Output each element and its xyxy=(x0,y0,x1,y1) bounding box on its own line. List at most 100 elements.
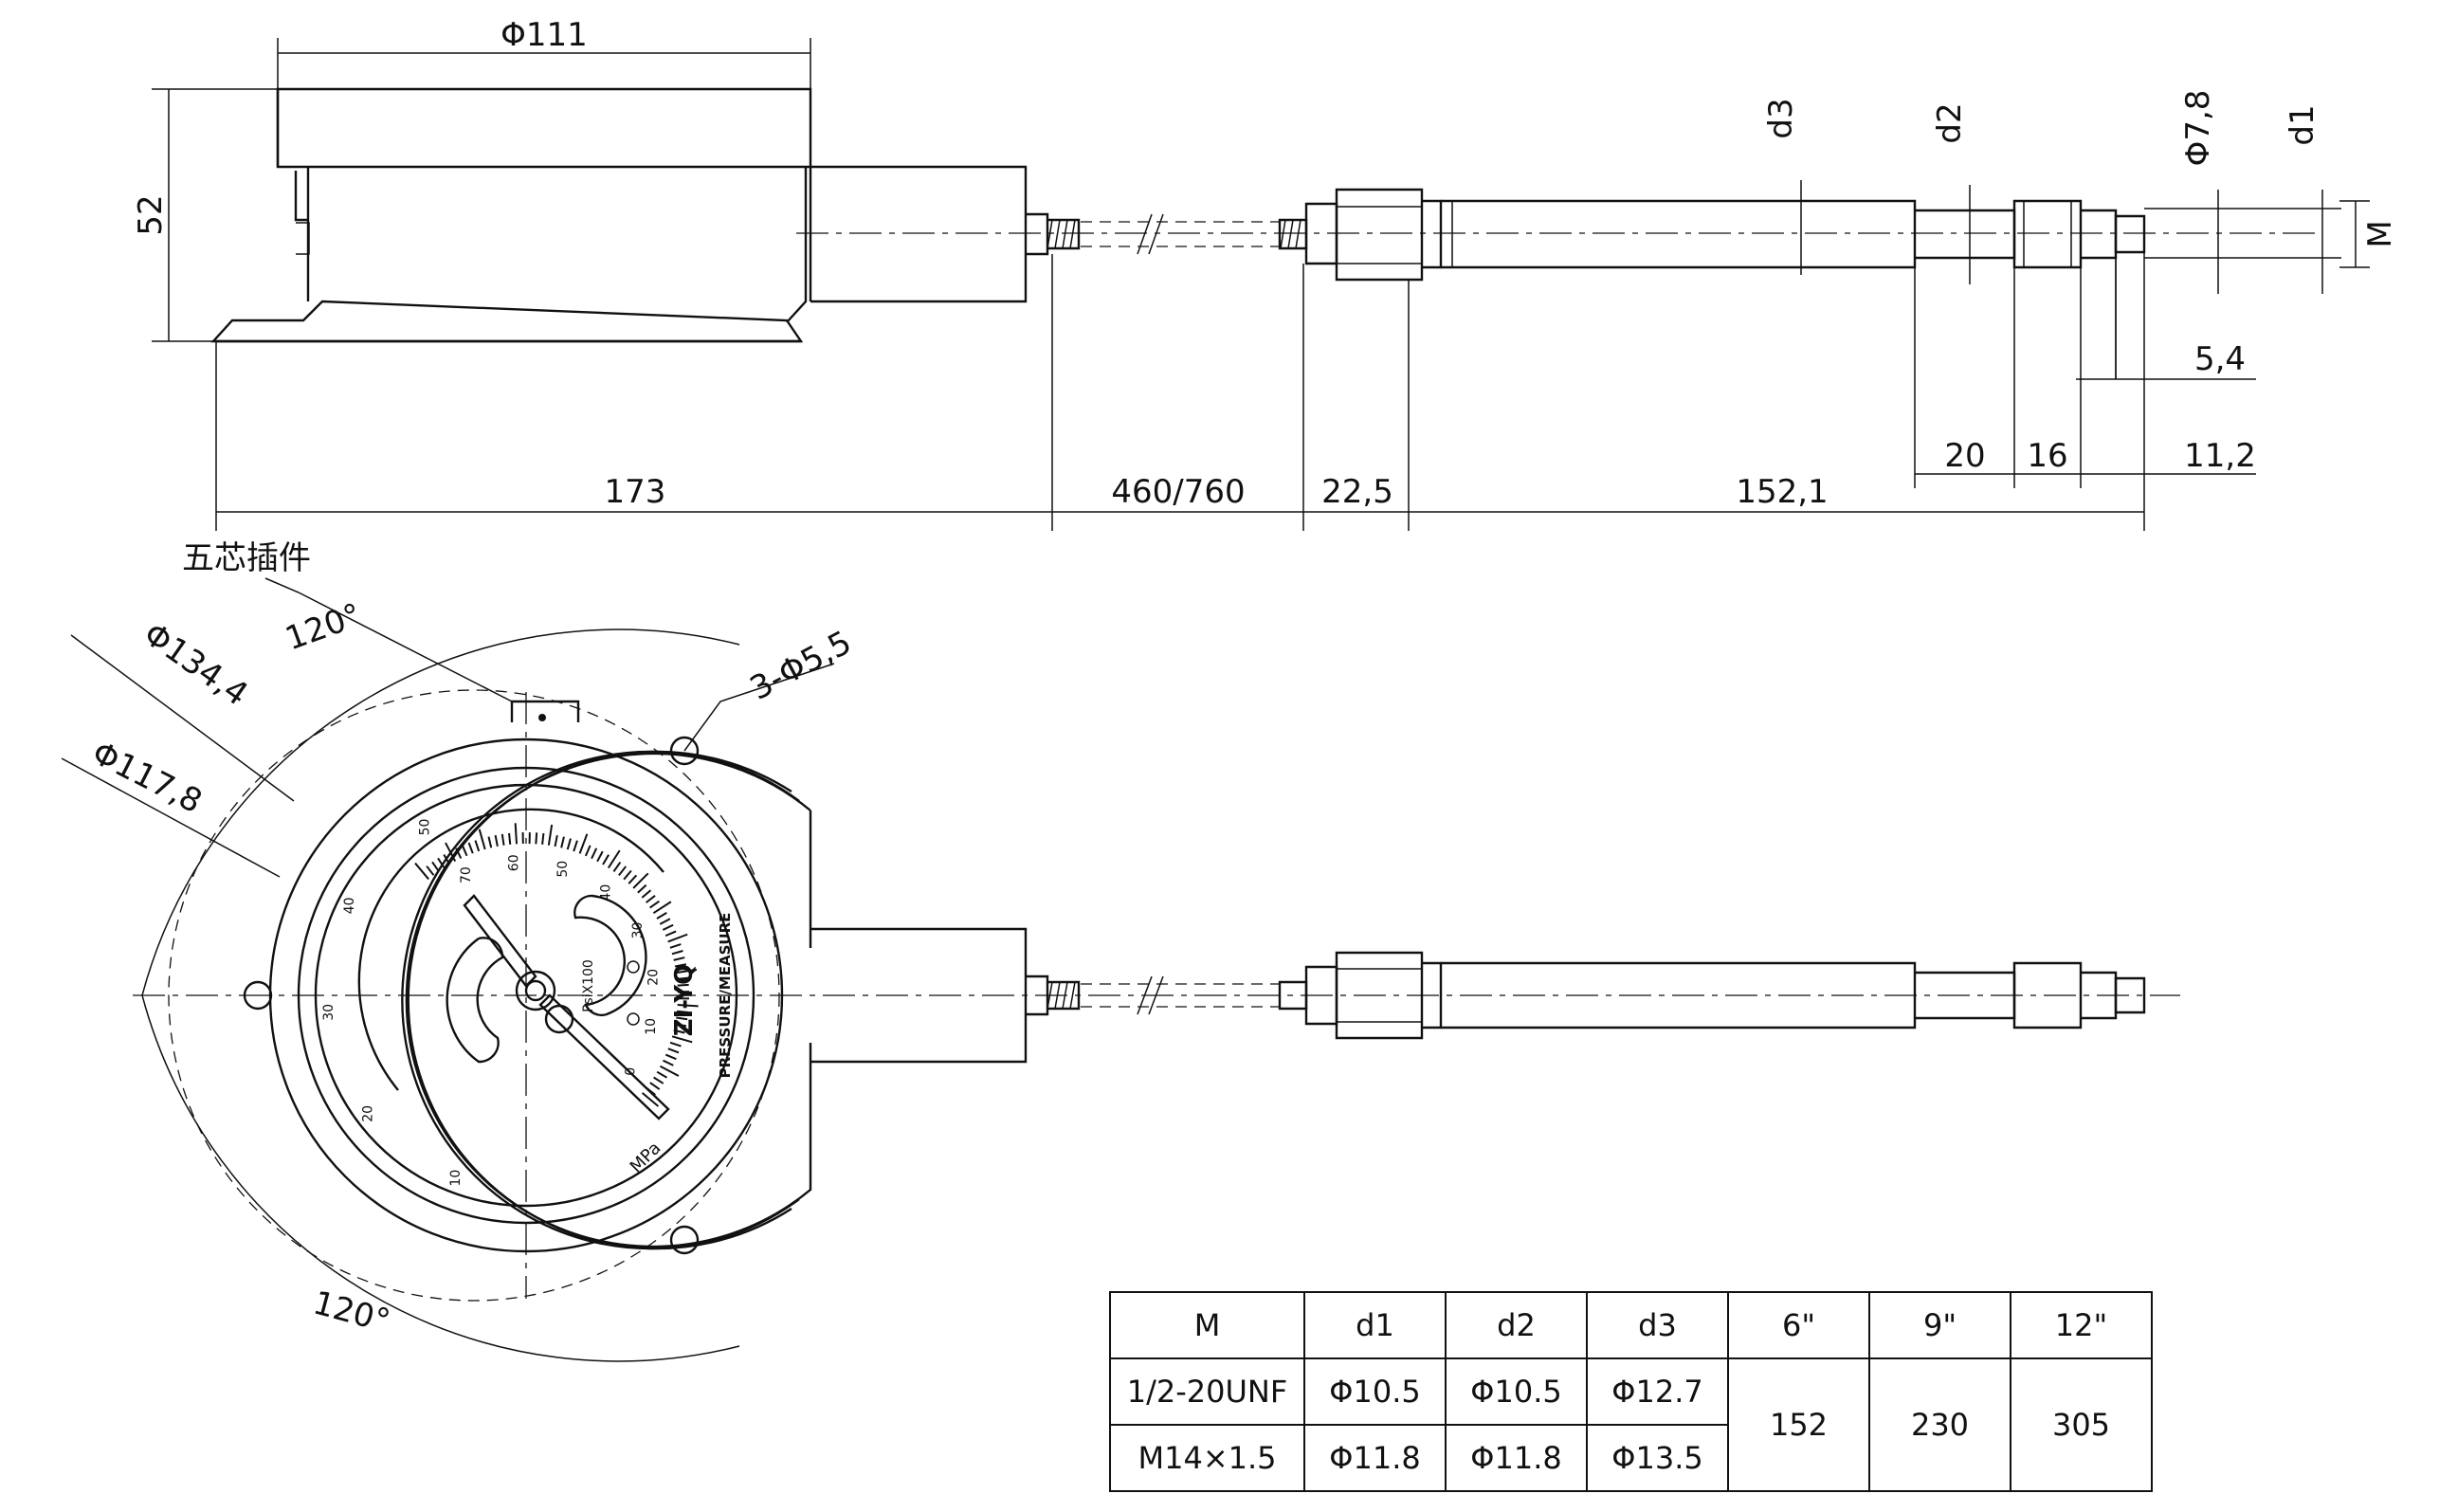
scale-label: 40 xyxy=(599,884,614,902)
dial-tick xyxy=(560,836,565,848)
dial-tick xyxy=(676,1016,688,1021)
dial-tick xyxy=(649,1082,661,1090)
dim-seg-16: 16 xyxy=(2027,437,2067,475)
dial-tick xyxy=(541,832,545,846)
table-cell: 230 xyxy=(1868,1357,2011,1492)
dial-tick xyxy=(474,840,481,852)
table-cell: Φ11.8 xyxy=(1303,1424,1447,1492)
dial-tick xyxy=(566,838,572,850)
dim-hole-spec: 3-Φ5,5 xyxy=(744,624,858,708)
dial-tick xyxy=(554,834,558,847)
dial-tick xyxy=(573,840,578,852)
dial-tick xyxy=(663,1059,674,1066)
table-cell: Φ10.5 xyxy=(1303,1357,1447,1426)
table-header-cell: d2 xyxy=(1445,1291,1588,1359)
dial-tick xyxy=(602,854,610,865)
dial-tick xyxy=(607,849,621,869)
scale-label: 10 xyxy=(448,1170,464,1187)
table-header-cell: 9" xyxy=(1868,1291,2011,1359)
dial-tick xyxy=(514,823,519,845)
dim-height: 52 xyxy=(132,194,170,235)
dial-tick xyxy=(547,824,554,846)
gauge-subtitle: PRESSURE/MEASURE xyxy=(717,913,734,1079)
dim-flange-diameter: Φ134,4 xyxy=(137,615,255,714)
dial-tick xyxy=(618,865,628,877)
side-view xyxy=(152,38,2370,531)
dial-tick xyxy=(669,943,682,949)
dial-tick xyxy=(674,963,687,968)
table-cell: Φ13.5 xyxy=(1586,1424,1729,1492)
table-header-cell: d1 xyxy=(1303,1291,1447,1359)
scale-label: 10 xyxy=(644,1018,659,1035)
dim-d2: d2 xyxy=(1931,102,1969,143)
table-cell: Φ10.5 xyxy=(1445,1357,1588,1426)
dial-tick xyxy=(414,862,429,881)
dial-tick xyxy=(662,923,674,931)
dim-angle-bottom: 120° xyxy=(309,1284,393,1340)
dial-tick xyxy=(426,865,435,876)
scale-label: 70 xyxy=(459,866,474,884)
dial-tick xyxy=(656,912,667,920)
dial-tick xyxy=(649,900,660,909)
dial-tick xyxy=(671,950,683,956)
front-view xyxy=(61,577,2180,1362)
dim-tip-length-2: 11,2 xyxy=(2184,437,2256,475)
dial-tick xyxy=(478,829,486,850)
dim-tip-length-1: 5,4 xyxy=(2194,340,2246,378)
dial-tick xyxy=(664,1053,677,1061)
table-cell: 305 xyxy=(2010,1357,2153,1492)
dial-tick xyxy=(467,842,474,854)
dim-thread: M xyxy=(2361,220,2399,247)
dim-probe-length: 152,1 xyxy=(1736,473,1828,511)
dial-tick xyxy=(673,1029,685,1034)
scale-label: 30 xyxy=(630,922,646,939)
scale-label: 20 xyxy=(360,1105,375,1122)
dial-tick xyxy=(431,861,440,872)
dial-tick xyxy=(641,1092,660,1107)
dial-tick xyxy=(487,836,493,848)
dial-tick xyxy=(673,956,685,961)
dial-tick xyxy=(677,1010,689,1013)
scale-label: 50 xyxy=(418,819,433,836)
dial-tick xyxy=(628,874,638,884)
dial-tick xyxy=(455,847,463,859)
dim-seg-20: 20 xyxy=(1944,437,1985,475)
dial-tick xyxy=(652,901,672,915)
scale-label: 30 xyxy=(321,1004,337,1021)
table-header-row: M d1 d2 d3 6" 9" 12" xyxy=(1109,1291,2153,1359)
dial-tick xyxy=(632,872,649,889)
table-header-cell: 12" xyxy=(2010,1291,2153,1359)
dial-tick xyxy=(671,1035,693,1044)
table-cell: Φ12.7 xyxy=(1586,1357,1729,1426)
dial-tick xyxy=(676,976,689,980)
table-header-cell: 6" xyxy=(1727,1291,1870,1359)
dial-tick xyxy=(501,833,505,846)
dial-tick xyxy=(656,1070,668,1079)
dim-bolt-circle: Φ117,8 xyxy=(86,734,209,821)
scale-label: 0 xyxy=(624,1067,639,1076)
dial-tick xyxy=(669,1041,682,1047)
table-cell: Φ11.8 xyxy=(1445,1424,1588,1492)
dial-tick xyxy=(612,862,622,872)
dial-tick xyxy=(653,1076,664,1084)
dial-tick xyxy=(677,1003,699,1008)
scale-label: 40 xyxy=(342,897,357,914)
dial-tick xyxy=(659,1065,680,1077)
dial-tick xyxy=(664,930,677,938)
dim-case-diameter: Φ111 xyxy=(501,16,588,54)
dial-tick xyxy=(674,1023,687,1028)
dial-tick xyxy=(667,1047,680,1054)
dial-tick xyxy=(596,850,604,863)
dim-tip-diameter: Φ7,8 xyxy=(2179,90,2217,167)
scale-label: 60 xyxy=(506,854,521,871)
dial-tick xyxy=(584,845,592,857)
dim-nut-length: 22,5 xyxy=(1321,473,1393,511)
dial-tick xyxy=(676,968,698,975)
dial-tick xyxy=(667,933,688,943)
dial-tick xyxy=(461,845,468,857)
dial-tick xyxy=(578,833,589,854)
dial-tick xyxy=(445,842,457,863)
table-header-cell: d3 xyxy=(1586,1291,1729,1359)
gauge-brand: ZI-YQ xyxy=(670,964,699,1036)
